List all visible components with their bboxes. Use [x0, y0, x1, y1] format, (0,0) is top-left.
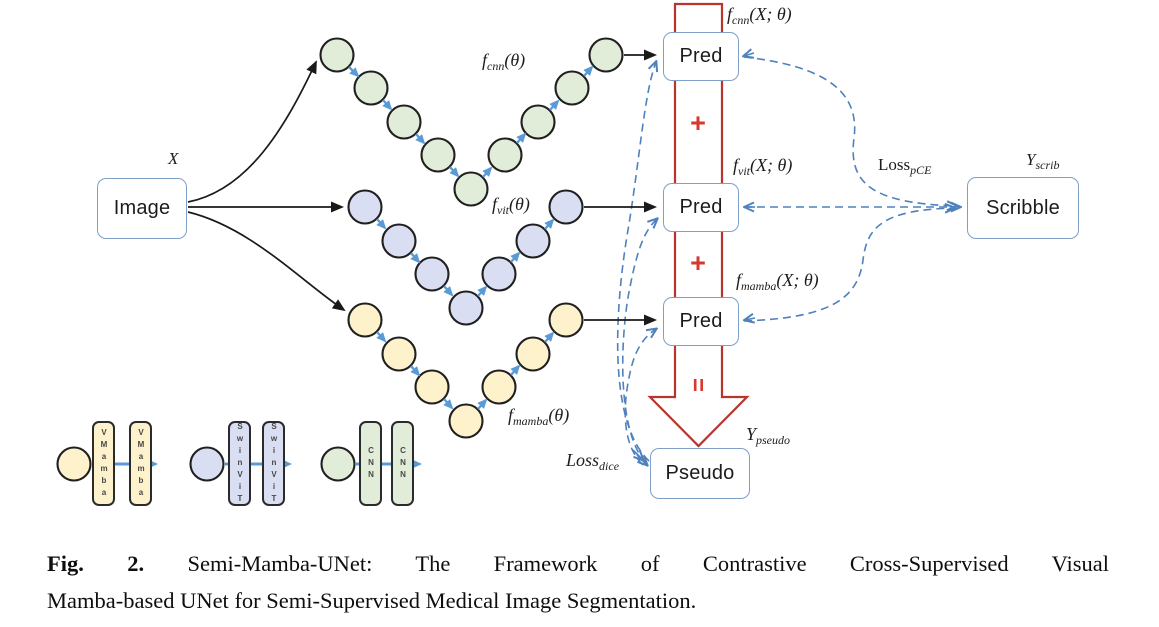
legend-cnn-block-2: CNN	[398, 445, 408, 482]
f-mamba-theta-label: fmamba(θ)	[508, 405, 570, 428]
f-cnn-x-theta-label: fcnn(X; θ)	[727, 4, 792, 27]
scribble-node: Scribble	[967, 177, 1079, 239]
caption-line-1: Fig. 2. Semi-Mamba-UNet: The Framework o…	[47, 551, 1109, 576]
pseudo-node: Pseudo	[650, 448, 750, 499]
f-vit-x-theta-label: fvit(X; θ)	[733, 155, 793, 178]
legend-swinvit-block-1: SwinViT	[235, 421, 245, 506]
loss-dice-label: Lossdice	[566, 450, 620, 473]
image-node: Image	[97, 178, 187, 239]
loss-dice-arrowheads-into-pseudo	[632, 449, 647, 465]
figure-caption: Fig. 2. Semi-Mamba-UNet: The Framework o…	[47, 545, 1109, 619]
loss-pce-dashed-curves	[743, 56, 960, 322]
f-vit-theta-label: fvit(θ)	[492, 194, 530, 217]
cnn-unet-chain	[319, 37, 624, 207]
mamba-chain-arrows	[376, 331, 555, 410]
input-fanout-arrows	[187, 49, 657, 326]
vit-chain-arrows	[376, 218, 555, 297]
loss-dice-dashed-curves	[616, 62, 657, 466]
legend-cnn-block-1: CNN	[366, 445, 376, 482]
legend-vmamba-block-1: VMamba	[99, 427, 109, 500]
input-variable-label: X	[168, 149, 179, 168]
caption-line-2: Mamba-based UNet for Semi-Supervised Med…	[47, 588, 697, 613]
pred-vit-node: Pred	[663, 183, 739, 232]
legend-swinvit-block-2: SwinViT	[269, 421, 279, 506]
legend-swinvit-shapes	[189, 421, 292, 506]
pred-cnn-node: Pred	[663, 32, 739, 81]
vit-unet-chain	[347, 189, 584, 326]
f-cnn-theta-label: fcnn(θ)	[482, 50, 526, 73]
loss-pce-arrowheads-into-preds	[744, 53, 756, 320]
pred-mamba-node: Pred	[663, 297, 739, 346]
cnn-chain-arrows	[348, 65, 594, 178]
y-scrib-label: Yscrib	[1026, 150, 1060, 172]
legend-cnn-shapes	[320, 421, 422, 506]
plus-operator-2: +	[690, 247, 706, 278]
legend-vmamba-shapes	[56, 421, 158, 506]
loss-pce-label: LosspCE	[878, 155, 932, 177]
mamba-unet-chain	[347, 302, 584, 439]
equals-operator: =	[684, 377, 711, 392]
legend-vmamba-block-2: VMamba	[136, 427, 146, 500]
plus-operator-1: +	[690, 107, 706, 138]
caption-figure-label: Fig. 2.	[47, 551, 145, 576]
y-pseudo-label: Ypseudo	[746, 424, 791, 447]
f-mamba-x-theta-label: fmamba(X; θ)	[736, 270, 819, 293]
